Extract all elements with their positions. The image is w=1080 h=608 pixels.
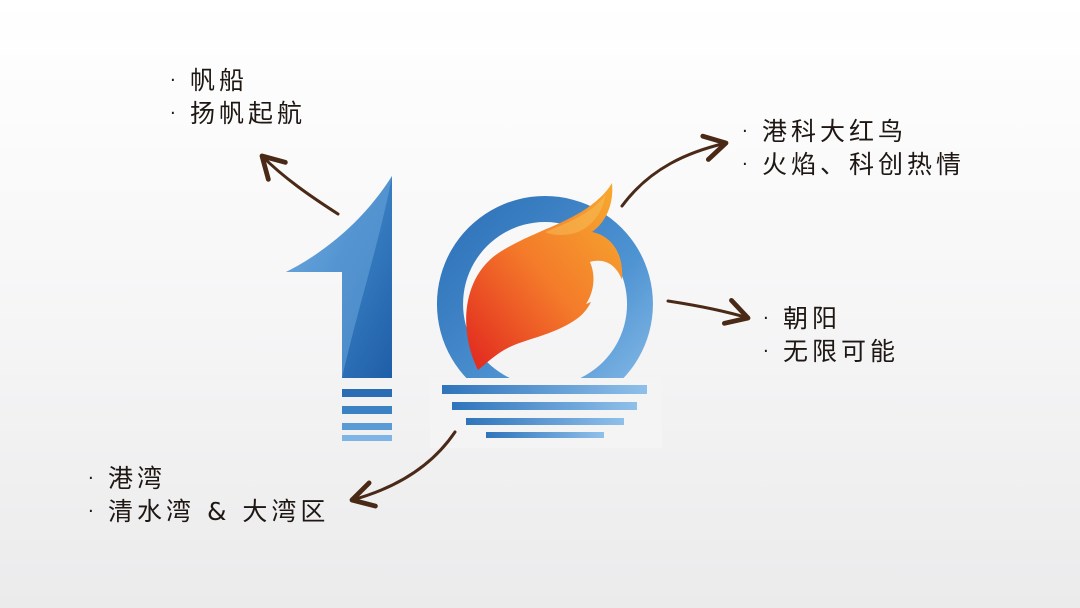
annotation-line: · 扬帆起航 [170,97,306,130]
flame-wing-cutout [586,260,622,304]
bullet: · [88,468,94,489]
numeral-one-sail-highlight [286,176,392,378]
anniversary-logo [286,176,662,448]
annotation-text: 无限可能 [783,337,900,366]
numeral-one-stripe-2 [342,406,392,414]
arrow-to-right-icon [666,297,751,326]
arrow-to-top-left-icon [259,153,340,216]
bullet: · [170,70,176,91]
numeral-one-stripe-4 [342,435,392,441]
annotation-text: 港湾 [108,464,167,493]
annotation-line: · 朝阳 [763,302,899,335]
bullet: · [742,154,748,175]
annotation-line: · 清水湾 & 大湾区 [88,495,329,528]
zero-stripe-4 [486,432,604,438]
numeral-one-stripe-1 [342,389,392,397]
bullet: · [88,501,94,522]
annotation-text: 清水湾 & 大湾区 [108,497,330,526]
bullet: · [170,103,176,124]
bullet: · [763,341,769,362]
annotation-top-right: · 港科大红鸟 · 火焰、科创热情 [742,115,965,181]
bullet: · [763,308,769,329]
annotation-text: 朝阳 [783,304,842,333]
annotation-top-left: · 帆船 · 扬帆起航 [170,64,306,130]
annotation-right: · 朝阳 · 无限可能 [763,302,899,368]
annotation-line: · 港科大红鸟 [742,115,965,148]
annotation-line: · 港湾 [88,462,329,495]
annotation-text: 港科大红鸟 [762,117,908,146]
numeral-one-stripe-3 [342,423,392,430]
arrows [259,133,751,509]
zero-stripe-1 [442,385,647,394]
flame-bird-shape [466,183,623,370]
flame-inner-highlight [545,194,606,235]
zero-stripe-3 [466,418,624,425]
arrow-to-bottom-left-icon [349,430,457,509]
annotation-bottom-left: · 港湾 · 清水湾 & 大湾区 [88,462,329,528]
annotation-text: 火焰、科创热情 [762,150,966,179]
bullet: · [742,121,748,142]
zero-stripe-2 [452,402,637,410]
annotation-line: · 无限可能 [763,335,899,368]
annotation-line: · 火焰、科创热情 [742,148,965,181]
annotation-text: 帆船 [190,66,249,95]
annotation-line: · 帆船 [170,64,306,97]
annotation-text: 扬帆起航 [190,99,307,128]
arrow-to-top-right-icon [620,133,729,208]
